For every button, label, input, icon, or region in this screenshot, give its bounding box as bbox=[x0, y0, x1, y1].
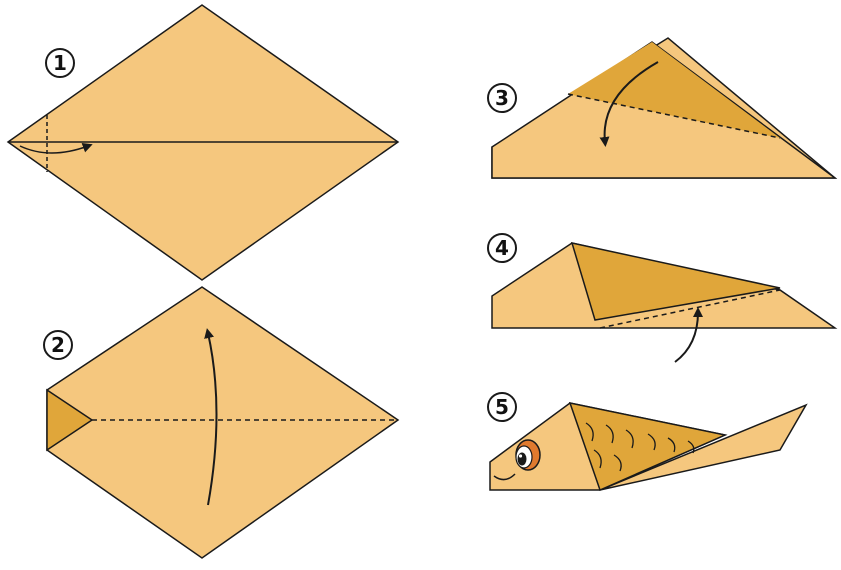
step-5-fish-scales bbox=[585, 422, 695, 472]
step-5-fish-tail bbox=[599, 403, 808, 491]
step-5-fish-eye bbox=[515, 439, 541, 471]
step-4: 4 bbox=[487, 233, 838, 363]
step-5-number: 5 bbox=[495, 395, 509, 419]
step-4-fold-up-arrow bbox=[674, 307, 703, 363]
step-1: 1 bbox=[6, 4, 400, 281]
step-3-number: 3 bbox=[495, 86, 509, 110]
step-3-fold-down-arrow bbox=[599, 61, 659, 147]
step-1-number: 1 bbox=[53, 51, 67, 75]
step-5: 5 bbox=[487, 392, 808, 492]
step-3-number-badge: 3 bbox=[487, 83, 517, 113]
step-4-number-badge: 4 bbox=[487, 233, 517, 263]
step-3-top-flap-shade bbox=[568, 42, 780, 138]
step-2-number: 2 bbox=[51, 333, 65, 357]
step-4-dashed-fold-line bbox=[599, 289, 781, 329]
step-5-fish-mouth bbox=[493, 473, 516, 481]
step-5-fish-body-flap bbox=[568, 401, 728, 492]
step-5-number-badge: 5 bbox=[487, 392, 517, 422]
step-2-paper-body bbox=[46, 286, 400, 559]
step-2: 2 bbox=[43, 286, 400, 559]
step-3: 3 bbox=[487, 37, 838, 179]
step-1-fold-arrow bbox=[19, 143, 93, 154]
step-3-dashed-fold-line bbox=[567, 93, 781, 139]
step-4-folded-flap bbox=[570, 241, 781, 321]
step-4-number: 4 bbox=[495, 236, 509, 260]
step-2-fold-up-arrow bbox=[204, 328, 218, 506]
step-1-number-badge: 1 bbox=[45, 48, 75, 78]
step-2-number-badge: 2 bbox=[43, 330, 73, 360]
step-2-folded-flap bbox=[46, 388, 94, 452]
